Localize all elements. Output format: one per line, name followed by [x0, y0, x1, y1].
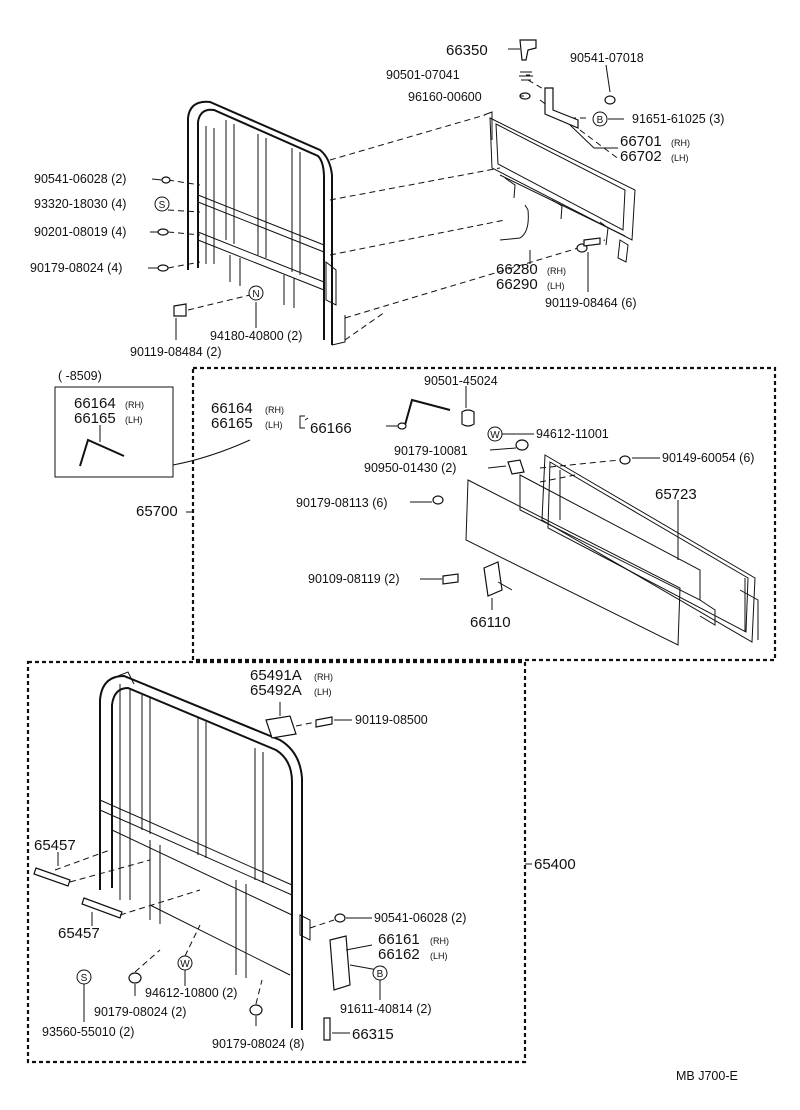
side-group-dotted-frame: [191, 366, 777, 662]
symbol-s: S: [81, 973, 88, 984]
label-94612-10800: 94612-10800 (2): [145, 986, 237, 1000]
label-90950-01430: 90950-01430 (2): [364, 461, 456, 475]
latch-66110: [483, 561, 503, 597]
top-rear-frame-group: B S N 66350 90501-07041 90541-07018 9616…: [30, 39, 724, 359]
label-91611-40814: 91611-40814 (2): [340, 1002, 432, 1016]
label-90179-08113: 90179-08113 (6): [296, 496, 388, 510]
label-66165: 66165: [211, 415, 253, 432]
label-90119-08500: 90119-08500: [355, 713, 428, 727]
label-66164: 66164: [211, 400, 253, 417]
symbol-w: W: [490, 430, 500, 441]
symbol-b: B: [377, 969, 384, 980]
symbol-s: S: [159, 200, 166, 211]
label-65400: 65400: [534, 856, 576, 873]
label-93560-55010: 93560-55010 (2): [42, 1025, 134, 1039]
label-65491A: 65491A: [250, 667, 302, 684]
hinge-pin-66350: [519, 39, 537, 100]
suffix-lh: (LH): [314, 687, 332, 697]
side-gate-panels: [465, 454, 759, 646]
front-gate-group: S W B 65491A (RH) 65492A (LH) 90119-0850…: [26, 660, 576, 1064]
suffix-lh: (LH): [547, 281, 565, 291]
label-90149-60054: 90149-60054 (6): [662, 451, 754, 465]
label-66164-inset: 66164: [74, 395, 116, 412]
label-93320-18030: 93320-18030 (4): [34, 197, 126, 211]
label-66161: 66161: [378, 931, 420, 948]
label-66315: 66315: [352, 1026, 394, 1043]
inset-box: ( -8509) 66164 (RH) 66165 (LH): [54, 369, 251, 478]
side-gate-group: ( -8509) 66164 (RH) 66165 (LH) W: [54, 366, 777, 662]
label-90541-06028: 90541-06028 (2): [34, 172, 126, 186]
suffix-lh: (LH): [265, 420, 283, 430]
rear-gate-panel: [483, 111, 636, 263]
label-65700: 65700: [136, 503, 178, 520]
label-66350: 66350: [446, 42, 488, 59]
suffix-rh: (RH): [430, 936, 449, 946]
cab-guard-frame: [187, 100, 346, 346]
symbol-w: W: [180, 959, 190, 970]
front-group-dotted-frame: [26, 660, 527, 1064]
label-94180-40800: 94180-40800 (2): [210, 329, 302, 343]
label-66702: 66702: [620, 148, 662, 165]
label-65457-b: 65457: [58, 925, 100, 942]
pin-66315: [323, 1017, 331, 1041]
label-90541-07018: 90541-07018: [570, 51, 644, 65]
lever-66164: [404, 398, 451, 426]
label-65492A: 65492A: [250, 682, 302, 699]
suffix-rh: (RH): [314, 672, 333, 682]
label-65723: 65723: [655, 486, 697, 503]
latch-66161: [329, 935, 351, 991]
symbol-n: N: [252, 289, 259, 300]
inset-date-range: ( -8509): [58, 369, 102, 383]
label-66165-inset: 66165: [74, 410, 116, 427]
label-66162: 66162: [378, 946, 420, 963]
suffix-lh: (LH): [430, 951, 448, 961]
label-65457-a: 65457: [34, 837, 76, 854]
bracket-65457-a: [33, 867, 71, 887]
label-66290: 66290: [496, 276, 538, 293]
label-90201-08019: 90201-08019 (4): [34, 225, 126, 239]
label-90179-08024: 90179-08024 (4): [30, 261, 122, 275]
suffix-rh: (RH): [265, 405, 284, 415]
chain-66280: [499, 204, 529, 241]
suffix-lh: (LH): [671, 153, 689, 163]
label-90179-08024-front: 90179-08024 (2): [94, 1005, 186, 1019]
label-90119-08464: 90119-08464 (6): [545, 296, 637, 310]
bracket-90541-07018: [544, 87, 579, 129]
label-90501-45024: 90501-45024: [424, 374, 498, 388]
label-66110: 66110: [470, 614, 511, 631]
suffix-lh: (LH): [125, 415, 143, 425]
label-66701: 66701: [620, 133, 662, 150]
symbol-b: B: [597, 115, 604, 126]
suffix-rh: (RH): [671, 138, 690, 148]
label-66280: 66280: [496, 261, 538, 278]
label-90179-10081: 90179-10081: [394, 444, 468, 458]
label-94612-11001: 94612-11001: [536, 427, 609, 441]
label-90501-07041: 90501-07041: [386, 68, 460, 82]
label-90109-08119: 90109-08119 (2): [308, 572, 400, 586]
symbol-b-circle: [592, 111, 608, 127]
diagram-code: MB J700-E: [676, 1069, 738, 1083]
suffix-rh: (RH): [547, 266, 566, 276]
label-66166: 66166: [310, 420, 352, 437]
label-91651-61025: 91651-61025 (3): [632, 112, 724, 126]
front-gate-frame: [99, 671, 311, 1030]
suffix-rh: (RH): [125, 400, 144, 410]
hinge-65491A: [265, 715, 297, 739]
label-90179-08024-8: 90179-08024 (8): [212, 1037, 304, 1051]
bracket-65457-b: [81, 897, 123, 919]
label-96160-00600: 96160-00600: [408, 90, 482, 104]
label-90541-06028-front: 90541-06028 (2): [374, 911, 466, 925]
label-90119-08484: 90119-08484 (2): [130, 345, 222, 359]
